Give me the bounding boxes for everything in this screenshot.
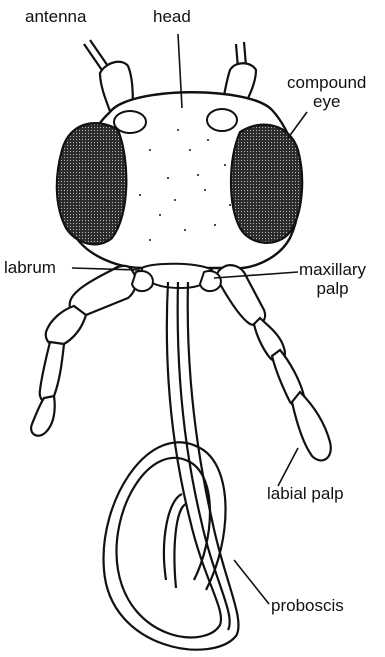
proboscis xyxy=(104,282,239,650)
label-antenna: antenna xyxy=(25,7,86,26)
compound-eye-right xyxy=(231,125,302,243)
label-maxillary-palp-line2: palp xyxy=(299,279,366,298)
antenna-socket-right xyxy=(207,109,237,131)
label-labrum: labrum xyxy=(4,258,56,277)
label-head: head xyxy=(153,7,191,26)
labial-palp-left xyxy=(31,266,136,436)
label-compound-eye-line1: compound xyxy=(287,73,366,92)
label-maxillary-palp: maxillary palp xyxy=(299,260,366,298)
label-maxillary-palp-line1: maxillary xyxy=(299,260,366,279)
label-proboscis: proboscis xyxy=(271,596,344,615)
label-compound-eye: compound eye xyxy=(287,73,366,111)
label-compound-eye-line2: eye xyxy=(287,92,366,111)
compound-eye-left xyxy=(57,123,127,244)
label-labial-palp: labial palp xyxy=(267,484,344,503)
